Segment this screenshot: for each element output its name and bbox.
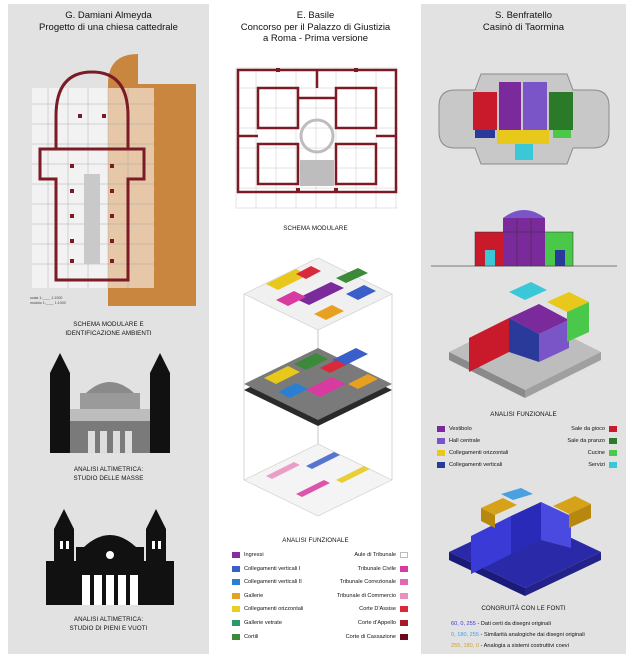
casino-section: [431, 210, 617, 267]
legend-swatch: [400, 552, 408, 558]
legend-label: Servizi: [588, 462, 605, 468]
fonti-row: 255, 180, 0 - Analogia a sistemi costrut…: [451, 641, 569, 651]
caption-studio-masse: ANALISI ALTIMETRICA: STUDIO DELLE MASSE: [73, 466, 144, 482]
legend-swatch: [232, 592, 240, 599]
caption-congruita-fonti: CONGRUITÀ CON LE FONTI: [481, 605, 566, 612]
fonti-code: 255, 180, 0: [451, 643, 479, 649]
fonti-text: - Similarità analogiche dai disegni orig…: [479, 632, 585, 638]
legend-swatch: [232, 552, 240, 558]
legend-label: Sale da gioco: [571, 426, 605, 432]
cathedral-modular-plan: [32, 54, 196, 306]
caption-schema-modulare: SCHEMA MODULARE E IDENTIFICAZIONE AMBIEN…: [65, 321, 152, 337]
architect-name: G. Damiani Almeyda: [65, 10, 152, 21]
project-version: a Roma - Prima versione: [262, 33, 369, 44]
legend-label: Corte d'Appello: [357, 620, 396, 626]
legend-label: Cortili: [244, 633, 259, 640]
project-name: Progetto di una chiesa cattedrale: [39, 21, 178, 33]
source-congruity-model: [449, 488, 601, 596]
legend-swatch: [437, 450, 445, 456]
panel-damiani: G. Damiani Almeyda Progetto di una chies…: [8, 4, 209, 654]
architect-name: S. Benfratello: [494, 10, 553, 21]
legend-label: Collegamenti verticali: [449, 462, 503, 468]
legend-swatch: [609, 450, 617, 456]
legend-swatch: [400, 606, 408, 613]
legend-swatch: [232, 633, 240, 640]
legend-label: Corte di Cassazione: [345, 633, 396, 640]
fonti-code: 60, 0, 255: [451, 621, 476, 627]
exploded-axonometric-levels: [243, 257, 393, 517]
caption-schema-modulare: SCHEMA MODULARE: [283, 225, 348, 232]
legend-label: Ingressi: [244, 552, 264, 558]
panel-title: G. Damiani Almeyda Progetto di una chies…: [8, 10, 209, 33]
legend-swatch: [232, 620, 240, 626]
legend-swatch: [400, 579, 408, 586]
legend-label: Collegamenti verticali II: [244, 579, 302, 586]
legend-label: Tribunale Correzionale: [339, 579, 396, 586]
panel-benfratello: S. Benfratello Casinò di Taormina: [421, 4, 626, 654]
elevation-mass-study: [50, 353, 170, 453]
fonti-text: - Dati certi da disegni originali: [475, 621, 551, 627]
legend-label: Tribunale di Commercio: [336, 592, 396, 599]
legend-swatch: [609, 438, 617, 444]
legend-swatch: [232, 579, 240, 586]
legend-label: Collegamenti orizzontali: [244, 606, 304, 613]
legend-swatch: [400, 592, 408, 599]
fonti-row: 60, 0, 255 - Dati certi da disegni origi…: [451, 619, 551, 629]
legend-swatch: [232, 606, 240, 613]
legend-label: Hall centrale: [449, 438, 481, 444]
caption-pieni-vuoti: ANALISI ALTIMETRICA: STUDIO DI PIENI E V…: [69, 616, 148, 632]
legend-swatch: [400, 565, 408, 572]
legend-swatch: [437, 438, 445, 444]
legend-label: Corte D'Assise: [359, 606, 396, 613]
fonti-text: - Analogia a sistemi costruttivi coevi: [479, 643, 569, 649]
fonti-row: 0, 180, 255 - Similarità analogiche dai …: [451, 630, 585, 640]
legend-label: Gallerie vetrate: [244, 620, 282, 626]
legend-swatch: [400, 633, 408, 640]
legend-swatch: [437, 426, 445, 432]
plan-scale-note: scala 1:____ 1:1000 modulo 1:____ 1:1000: [30, 296, 66, 305]
legend-label: Sale da pranzo: [567, 438, 605, 444]
elevation-solids-voids: [46, 509, 174, 605]
legend-label: Tribunale Civile: [357, 565, 396, 572]
project-name: Casinò di Taormina: [482, 21, 565, 33]
legend-label: Cucine: [587, 450, 605, 456]
panel-title: E. Basile Concorso per il Palazzo di Giu…: [214, 10, 417, 45]
legend-swatch: [400, 620, 408, 626]
casino-functional-plan: [438, 73, 610, 165]
caption-analisi-funzionale: ANALISI FUNZIONALE: [282, 537, 349, 544]
project-name: Concorso per il Palazzo di Giustizia: [240, 21, 391, 33]
legend-label: Gallerie: [244, 592, 264, 599]
legend-label: Vestibolo: [449, 426, 472, 432]
legend-label: Aule di Tribunale: [354, 552, 396, 558]
architect-name: E. Basile: [296, 10, 335, 21]
panel-title: S. Benfratello Casinò di Taormina: [421, 10, 626, 33]
legend-swatch: [232, 565, 240, 572]
legend-swatch: [437, 462, 445, 468]
legend-label: Collegamenti orizzontali: [449, 450, 509, 456]
fonti-code: 0, 180, 255: [451, 632, 479, 638]
legend-swatch: [609, 426, 617, 432]
legend-label: Collegamenti verticali I: [244, 565, 301, 572]
palace-modular-plan: [235, 67, 398, 209]
panel-basile: E. Basile Concorso per il Palazzo di Giu…: [214, 4, 417, 654]
casino-axonometric: [449, 282, 601, 398]
caption-analisi-funzionale: ANALISI FUNZIONALE: [490, 411, 557, 418]
legend-swatch: [609, 462, 617, 468]
